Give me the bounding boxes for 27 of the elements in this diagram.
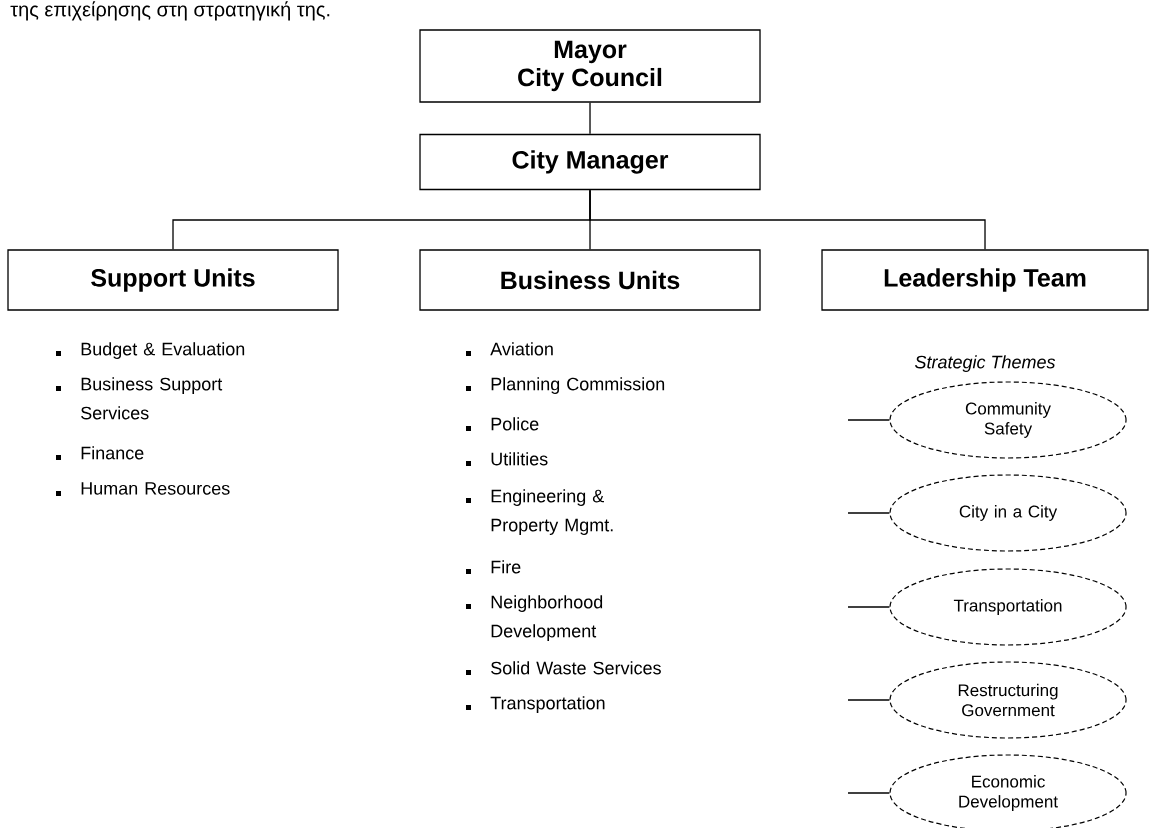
connector-line — [847, 512, 891, 514]
connector-line — [847, 606, 891, 608]
org-box: City Manager — [419, 133, 761, 191]
list-item: Transportation — [490, 696, 605, 713]
org-box: Support Units — [7, 249, 339, 311]
list-item: Planning Commission — [491, 377, 665, 394]
org-box: Business Units — [419, 249, 761, 311]
section-heading: Strategic Themes — [915, 355, 1056, 372]
list-item: Utilities — [491, 452, 548, 466]
list-item: Human Resources — [81, 482, 230, 495]
list-item: Business Support Services — [81, 377, 223, 420]
connector-line — [847, 699, 891, 701]
list-item: Fire — [491, 560, 521, 574]
connector-line — [589, 102, 591, 135]
org-box: Mayor City Council — [419, 29, 761, 103]
list-item: Solid Waste Services — [491, 661, 661, 675]
connector-line — [847, 419, 891, 421]
list-item: Budget & Evaluation — [81, 342, 245, 359]
connector-line — [589, 189, 986, 250]
intro-text: της επιχείρησης στη στρατηγική της. — [10, 1, 330, 21]
list-item: Finance — [81, 446, 144, 460]
connector-line — [847, 792, 891, 794]
list-item: Police — [491, 417, 539, 431]
list-item: Engineering & Property Mgmt. — [491, 489, 613, 535]
list-item: Aviation — [490, 342, 553, 356]
list-item: Neighborhood Development — [491, 595, 603, 641]
org-box: Leadership Team — [821, 249, 1149, 311]
